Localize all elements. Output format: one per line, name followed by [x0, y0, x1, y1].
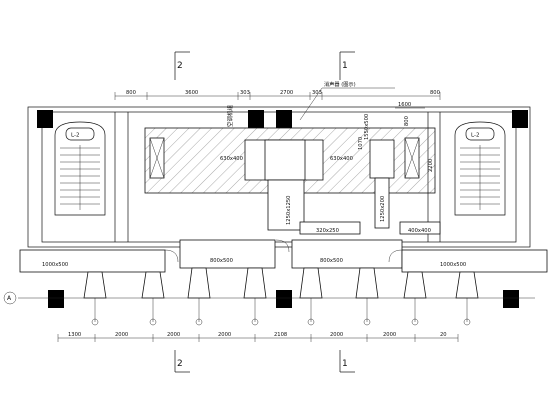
- section-mark-left: 2 2: [174, 51, 190, 373]
- dim-top-5: 800: [430, 90, 440, 96]
- column: [276, 110, 292, 128]
- top-dimension-chain: 800 3600 303 2700 303 800: [114, 90, 441, 100]
- column: [512, 110, 528, 128]
- note-text: 消声器 (图示): [324, 80, 356, 88]
- top-note: 消声器 (图示): [299, 80, 395, 121]
- column: [276, 290, 292, 308]
- dim-bottom-6: 2000: [383, 332, 396, 338]
- duct-label-branch: 320x250: [316, 228, 339, 234]
- main-ducts: 1000x500 800x500 800x500 1000x500: [19, 239, 548, 273]
- svg-text:1: 1: [342, 61, 348, 71]
- svg-text:2200: 2200: [428, 159, 434, 172]
- diffusers: [83, 267, 479, 326]
- dim-bottom-0: 1300: [68, 332, 81, 338]
- dim-top-0: 800: [126, 90, 136, 96]
- dim-top-4: 303: [312, 90, 322, 96]
- right-dimension-chain: 1600 800 1070 2200 1550x500 1250x200: [358, 102, 434, 222]
- column: [48, 290, 64, 308]
- svg-text:1250x1250: 1250x1250: [286, 196, 292, 225]
- diffuser: [355, 267, 379, 326]
- duct-label-branch-right: 400x400: [408, 228, 431, 234]
- diffuser: [243, 267, 267, 326]
- duct-label-riser-a: 630x400: [220, 156, 243, 162]
- stair-left: L-2: [54, 121, 106, 216]
- stair-right: L-2: [454, 121, 506, 216]
- dim-bottom-3: 2000: [218, 332, 231, 338]
- duct-label-center-right: 800x500: [320, 258, 343, 264]
- svg-text:1: 1: [342, 359, 348, 369]
- column: [503, 290, 519, 308]
- diffuser: [455, 271, 479, 326]
- stair-label-left: L-2: [71, 133, 79, 139]
- svg-text:2: 2: [177, 61, 183, 71]
- svg-text:2: 2: [177, 359, 183, 369]
- dim-top-2: 303: [240, 90, 250, 96]
- diffuser: [403, 271, 427, 326]
- dim-bottom-1: 2000: [115, 332, 128, 338]
- dim-bottom-5: 2000: [330, 332, 343, 338]
- column: [37, 110, 53, 128]
- svg-text:1250x200: 1250x200: [380, 196, 386, 222]
- stair-label-right: L-2: [471, 133, 479, 139]
- dim-bottom-2: 2000: [167, 332, 180, 338]
- svg-text:800: 800: [404, 116, 410, 126]
- duct-label-riser-b: 630x400: [330, 156, 353, 162]
- svg-text:1600: 1600: [398, 102, 411, 108]
- columns: [37, 110, 528, 308]
- dim-top-3: 2700: [280, 90, 293, 96]
- svg-text:1550x500: 1550x500: [364, 114, 370, 140]
- column: [248, 110, 264, 128]
- diffuser: [187, 267, 211, 326]
- dim-bottom-4: 2108: [274, 332, 287, 338]
- duct-label-left-main: 1000x500: [42, 262, 68, 268]
- equipment-label: 空调机组: [226, 104, 234, 127]
- dim-top-1: 3600: [185, 90, 198, 96]
- duct-label-right-main: 1000x500: [440, 262, 466, 268]
- duct-label-center-left: 800x500: [210, 258, 233, 264]
- axis-line-a: A: [3, 291, 535, 305]
- svg-text:1070: 1070: [358, 137, 364, 150]
- bottom-dimension-chain: 1300 2000 2000 2000 2108 2000 2000 20: [57, 332, 459, 342]
- central-riser: 1250x1250 320x250 400x400: [267, 179, 441, 235]
- diffuser: [83, 271, 107, 326]
- axis-label: A: [7, 295, 12, 302]
- section-mark-right: 1 1: [339, 51, 355, 373]
- dim-bottom-7: 20: [440, 332, 447, 338]
- diffuser: [299, 267, 323, 326]
- diffuser: [141, 271, 165, 326]
